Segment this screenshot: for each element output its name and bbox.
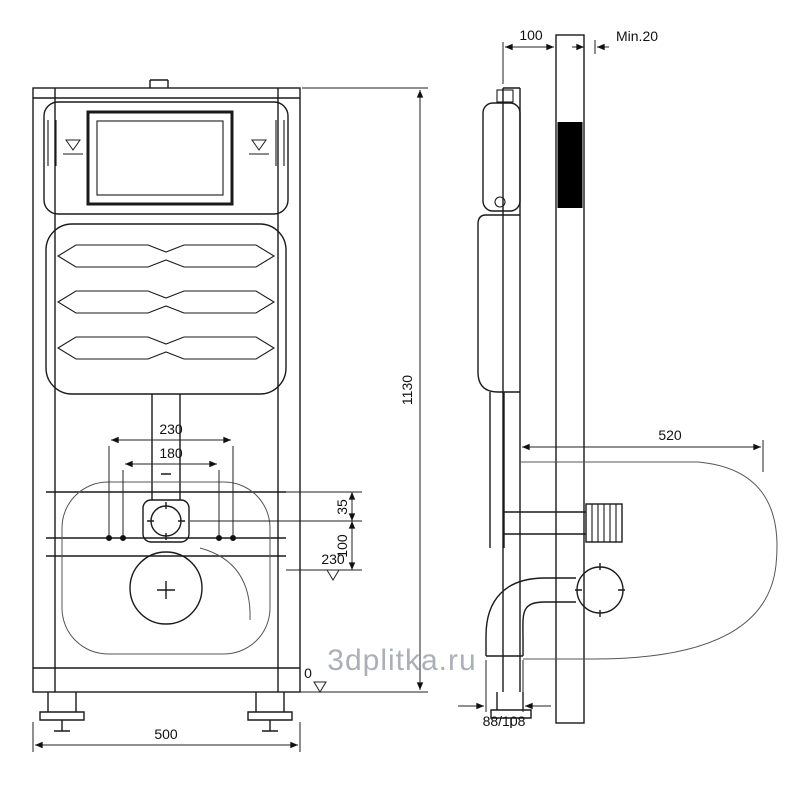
- dim-wall-min: Min.20: [616, 28, 658, 44]
- side-tank-pipe-connections: [477, 214, 625, 617]
- watermark-text: 3dplitka.ru: [327, 644, 476, 677]
- dim-overall-width: 500: [154, 726, 178, 742]
- front-view: 230 180 35 100 230 0 1130 500: [32, 79, 428, 752]
- side-view: 100 Min.20 520 88/108: [458, 27, 778, 729]
- front-cistern-outline: [43, 101, 289, 215]
- side-frame-structure: [490, 87, 532, 728]
- dim-spacing-inner: 180: [159, 445, 183, 461]
- dim-overall-height: 1130: [399, 375, 415, 405]
- front-bowl-inner-curve: [199, 547, 251, 621]
- dim-extensions-height: [302, 87, 428, 693]
- dim-offset-100: 100: [334, 534, 350, 558]
- front-access-window-outer: [86, 110, 234, 206]
- side-fill-valve: [496, 89, 514, 103]
- connector-ribs-hatch: [591, 504, 617, 542]
- level-mark-0: [313, 681, 327, 693]
- dim-floor-level: 0: [304, 665, 312, 681]
- outlet-connector-circle: [576, 566, 624, 614]
- water-level-mark-left: [65, 139, 81, 151]
- wall-board: [555, 34, 585, 724]
- flush-connection-box: [142, 499, 190, 543]
- front-tank-outline: [45, 223, 287, 395]
- waste-outlet-circle: [129, 551, 203, 625]
- dim-frame-depth: 100: [519, 27, 543, 43]
- water-level-mark-right: [251, 139, 267, 151]
- front-cistern-brackets: [47, 120, 285, 166]
- dim-extensions-width: [32, 722, 301, 752]
- dim-offset-35: 35: [334, 499, 350, 515]
- wall-section-panel: [557, 122, 583, 208]
- dim-leader-lines-right: [190, 491, 362, 693]
- dim-spacing-outer: 230: [159, 421, 183, 437]
- side-cistern-upper: [482, 102, 521, 212]
- dim-outlet-pipe: 88/108: [483, 713, 526, 729]
- front-bowl-silhouette: [61, 481, 271, 655]
- outlet-elbow: [485, 577, 546, 657]
- level-mark-230: [326, 569, 340, 581]
- front-tank-ribs: [56, 244, 276, 360]
- flush-connection-circle: [150, 505, 182, 537]
- front-access-window-inner: [96, 120, 224, 196]
- front-frame-structure: [33, 79, 300, 732]
- dim-bowl-depth: 520: [658, 427, 682, 443]
- side-bowl-outline: [520, 461, 778, 660]
- front-frame-outline: [32, 87, 301, 693]
- side-pushrod-detail: [494, 196, 506, 208]
- dim-extensions-pipe-spacing: [108, 446, 234, 535]
- dim-outlet-level: 230: [321, 551, 345, 567]
- dim-extensions-outlet: [485, 660, 524, 712]
- dim-extensions-top: [502, 40, 596, 84]
